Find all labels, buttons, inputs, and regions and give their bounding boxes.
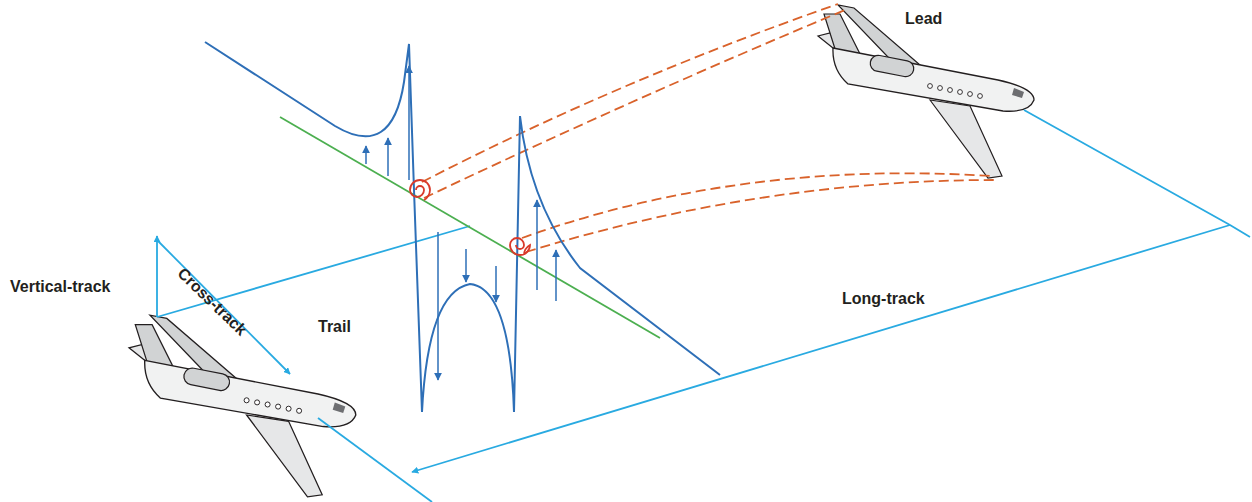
velocity-profile — [205, 42, 720, 412]
upwash-arrow — [408, 66, 410, 180]
axis-label: Vertical-track — [10, 278, 111, 296]
wingspan-line — [280, 117, 660, 338]
vortex-trail — [522, 173, 990, 238]
vortex-spiral — [510, 238, 530, 255]
vortex-spiral — [410, 180, 430, 200]
downwash-arrow — [437, 232, 439, 380]
trail-aircraft — [129, 315, 356, 497]
upwash-arrow — [536, 200, 538, 290]
vortex-trail — [422, 4, 838, 182]
upwash-arrow — [365, 146, 367, 164]
cross-track-arrow — [157, 240, 290, 374]
vortex-trail — [526, 180, 995, 252]
axis-label: Lead — [905, 10, 942, 28]
long-track-arrow — [412, 225, 1230, 472]
downwash-arrow — [465, 249, 467, 282]
axis-label: Long-track — [842, 290, 925, 308]
reference-line — [318, 418, 432, 502]
upwash-arrow — [555, 250, 557, 301]
axis-label: Trail — [318, 318, 351, 336]
vertical-track-arrow — [156, 236, 158, 317]
reference-line — [1024, 110, 1250, 237]
downwash-arrow — [495, 266, 497, 302]
vortex-trail — [424, 10, 845, 198]
upwash-arrow — [387, 138, 389, 176]
lead-aircraft — [818, 5, 1034, 178]
axis-label: Cross-track — [174, 264, 250, 338]
